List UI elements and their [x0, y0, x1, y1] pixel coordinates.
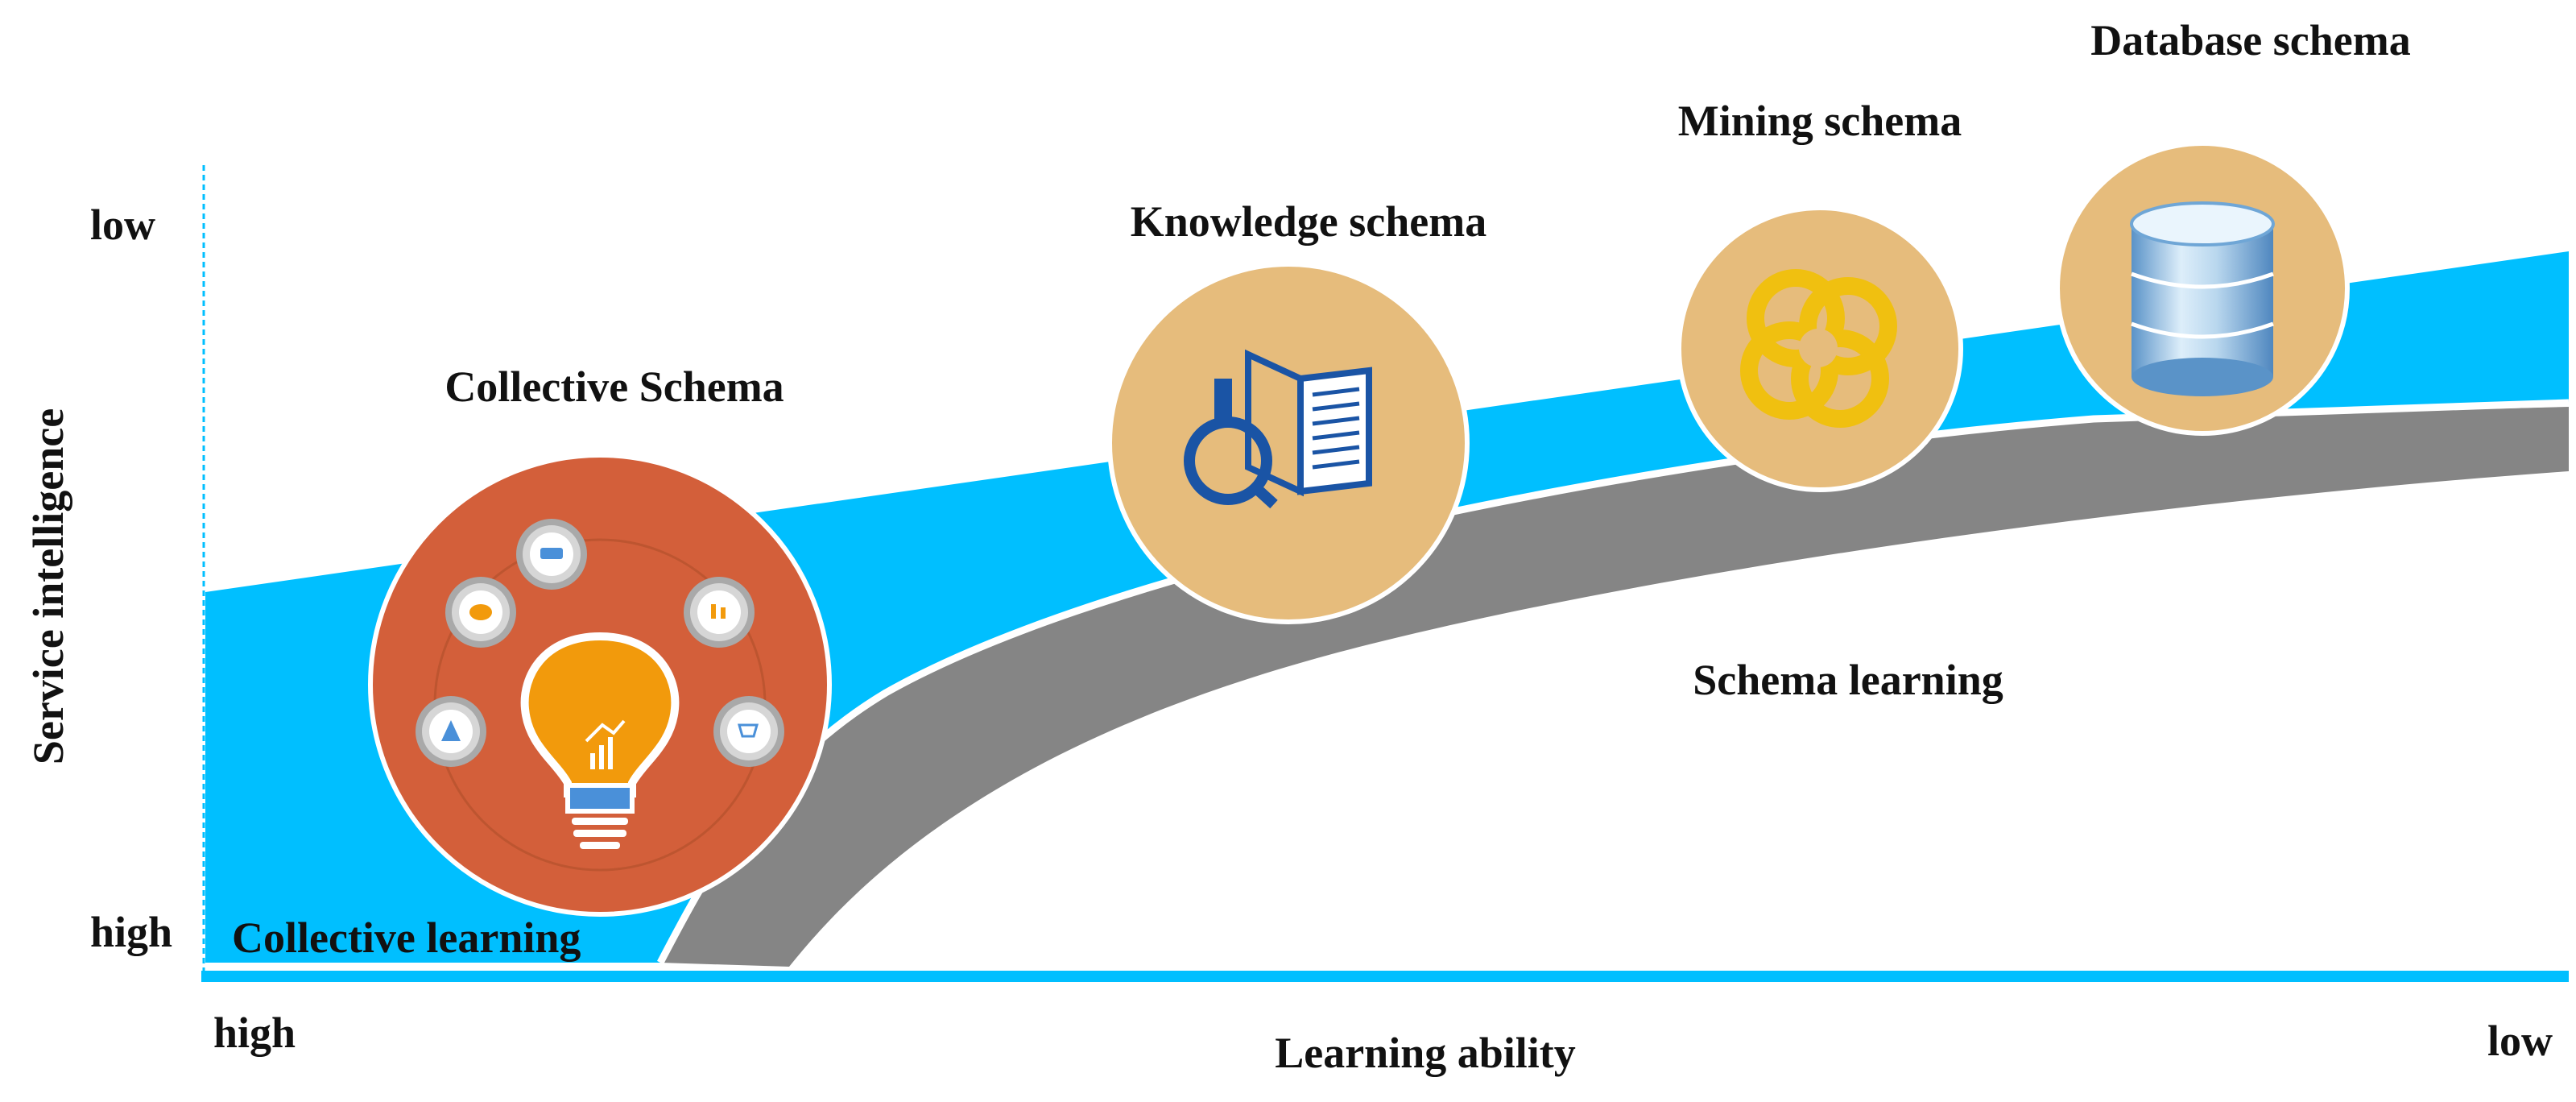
- interlocking-rings-icon: [1740, 269, 1897, 428]
- x-axis-left-label: high: [213, 1009, 296, 1057]
- mining-schema-node: [1677, 205, 1963, 492]
- collective-learning-label: Collective learning: [232, 914, 581, 962]
- database-schema-label: Database schema: [2090, 16, 2410, 64]
- y-axis-title: Service intelligence: [24, 408, 72, 764]
- database-schema-node: [2055, 141, 2350, 436]
- y-axis-top-label: low: [90, 201, 155, 249]
- book-magnifier-icon: [1184, 349, 1372, 509]
- x-axis-line: [201, 971, 2569, 982]
- mining-schema-label: Mining schema: [1678, 97, 1962, 145]
- lightbulb-gears-icon: [416, 519, 784, 872]
- x-axis-title: Learning ability: [1275, 1029, 1576, 1077]
- knowledge-schema-node: [1107, 262, 1470, 624]
- knowledge-schema-label: Knowledge schema: [1131, 197, 1486, 246]
- schema-learning-label: Schema learning: [1693, 656, 2003, 704]
- collective-schema-label: Collective Schema: [444, 362, 784, 411]
- schema-learning-band: [660, 407, 2569, 967]
- y-axis-bottom-label: high: [90, 908, 172, 956]
- database-cylinder-icon: [2130, 201, 2275, 396]
- collective-schema-node: [368, 453, 832, 917]
- x-axis-right-label: low: [2487, 1017, 2553, 1065]
